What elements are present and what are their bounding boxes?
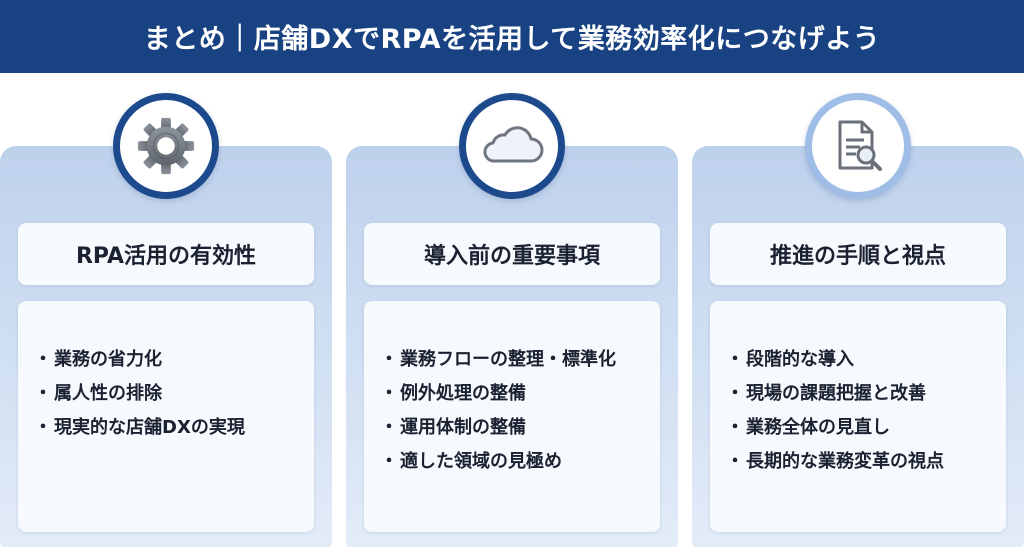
list-item: ・長期的な業務変革の視点 <box>726 451 944 472</box>
list-item: ・属人性の排除 <box>34 383 162 404</box>
panel-body: ・段階的な導入 ・現場の課題把握と改善 ・業務全体の見直し ・長期的な業務変革の… <box>710 301 1006 532</box>
document-search-icon-badge <box>805 93 911 199</box>
panel-pre-implementation: 導入前の重要事項 ・業務フローの整理・標準化 ・例外処理の整備 ・運用体制の整備… <box>346 146 678 547</box>
list-item: ・例外処理の整備 <box>380 383 526 404</box>
panel-heading-box: 推進の手順と視点 <box>710 223 1006 285</box>
list-item: ・業務の省力化 <box>34 349 162 370</box>
panel-heading-box: RPA活用の有効性 <box>18 223 314 285</box>
panel-heading: RPA活用の有効性 <box>75 244 257 269</box>
cloud-icon-badge <box>459 93 565 199</box>
panel-heading: 導入前の重要事項 <box>423 244 600 269</box>
gear-icon-badge <box>113 93 219 199</box>
gear-icon <box>137 117 195 175</box>
panel-heading: 推進の手順と視点 <box>769 244 946 269</box>
list-item: ・段階的な導入 <box>726 349 854 370</box>
list-item: ・業務全体の見直し <box>726 417 890 438</box>
title-banner: まとめ｜店舗DXでRPAを活用して業務効率化につなげよう <box>0 0 1024 73</box>
bullet-list: ・段階的な導入 ・現場の課題把握と改善 ・業務全体の見直し ・長期的な業務変革の… <box>726 343 1006 479</box>
panel-promotion-steps: 推進の手順と視点 ・段階的な導入 ・現場の課題把握と改善 ・業務全体の見直し ・… <box>692 146 1024 547</box>
list-item: ・現場の課題把握と改善 <box>726 383 926 404</box>
panel-body: ・業務の省力化 ・属人性の排除 ・現実的な店舗DXの実現 <box>18 301 314 532</box>
cloud-icon <box>483 126 544 163</box>
panel-rpa-effectiveness: RPA活用の有効性 ・業務の省力化 ・属人性の排除 ・現実的な店舗DXの実現 <box>0 146 332 547</box>
bullet-list: ・業務の省力化 ・属人性の排除 ・現実的な店舗DXの実現 <box>34 343 314 445</box>
panel-heading-box: 導入前の重要事項 <box>364 223 660 285</box>
list-item: ・現実的な店舗DXの実現 <box>34 417 245 438</box>
page-title: まとめ｜店舗DXでRPAを活用して業務効率化につなげよう <box>143 24 881 55</box>
list-item: ・業務フローの整理・標準化 <box>380 349 616 370</box>
list-item: ・適した領域の見極め <box>380 451 562 472</box>
panel-body: ・業務フローの整理・標準化 ・例外処理の整備 ・運用体制の整備 ・適した領域の見… <box>364 301 660 532</box>
document-search-icon <box>838 120 882 171</box>
list-item: ・運用体制の整備 <box>380 417 526 438</box>
bullet-list: ・業務フローの整理・標準化 ・例外処理の整備 ・運用体制の整備 ・適した領域の見… <box>380 343 660 479</box>
